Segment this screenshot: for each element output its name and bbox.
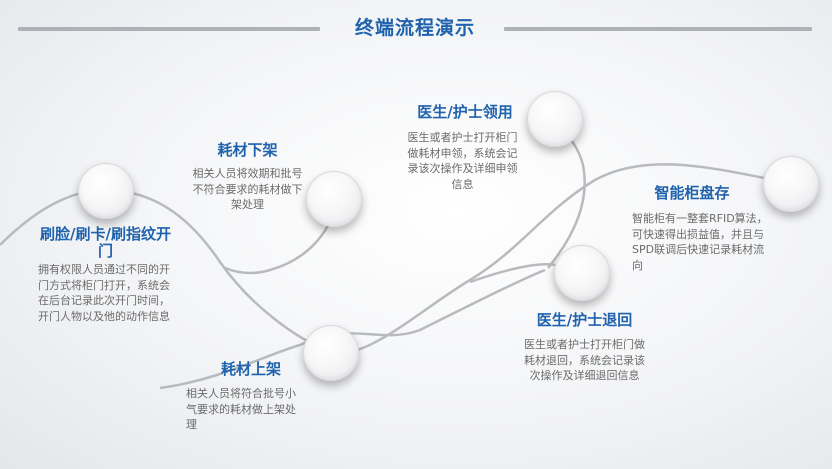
step-title-shelving: 耗材上架	[220, 360, 281, 378]
title-divider-right	[504, 27, 812, 31]
step-title-return: 医生/护士退回	[536, 311, 633, 329]
step-desc-shelving: 相关人员将符合批号小气要求的耗材做上架处理	[186, 387, 296, 432]
step-title-requisition: 医生/护士领用	[417, 103, 513, 121]
node-requisition	[527, 91, 583, 147]
step-title-inventory: 智能柜盘存	[654, 184, 730, 202]
step-title-removal: 耗材下架	[217, 141, 278, 159]
flow-line-connector-return	[469, 263, 557, 284]
step-desc-removal: 相关人员将效期和批号不符合要求的耗材做下架处理	[192, 167, 303, 212]
node-removal	[306, 171, 362, 227]
node-shelving	[303, 325, 359, 381]
step-desc-door-open: 拥有权限人员通过不同的开门方式将柜门打开，系统会在后台记录此次开门时间，开门人物…	[38, 263, 170, 323]
step-desc-requisition: 医生或者护士打开柜门做耗材申领，系统会记录该次操作及详细申领信息	[407, 131, 518, 191]
step-title-door-open: 刷脸/刷卡/刷指纹开门	[40, 225, 171, 260]
title-divider-left	[18, 27, 320, 31]
page-title: 终端流程演示	[354, 17, 475, 39]
node-return	[554, 245, 610, 301]
step-desc-inventory: 智能柜有一整套RFID算法，可快速得出损益值，并且与SPD联调后快速记录耗材流向	[632, 212, 768, 272]
title-bar: 终端流程演示	[0, 0, 832, 50]
step-desc-return: 医生或者护士打开柜门做耗材退回，系统会记录该次操作及详细退回信息	[524, 338, 645, 383]
node-inventory	[763, 156, 819, 212]
node-door-open	[78, 163, 134, 219]
flow-line-connector-removal	[224, 221, 332, 275]
